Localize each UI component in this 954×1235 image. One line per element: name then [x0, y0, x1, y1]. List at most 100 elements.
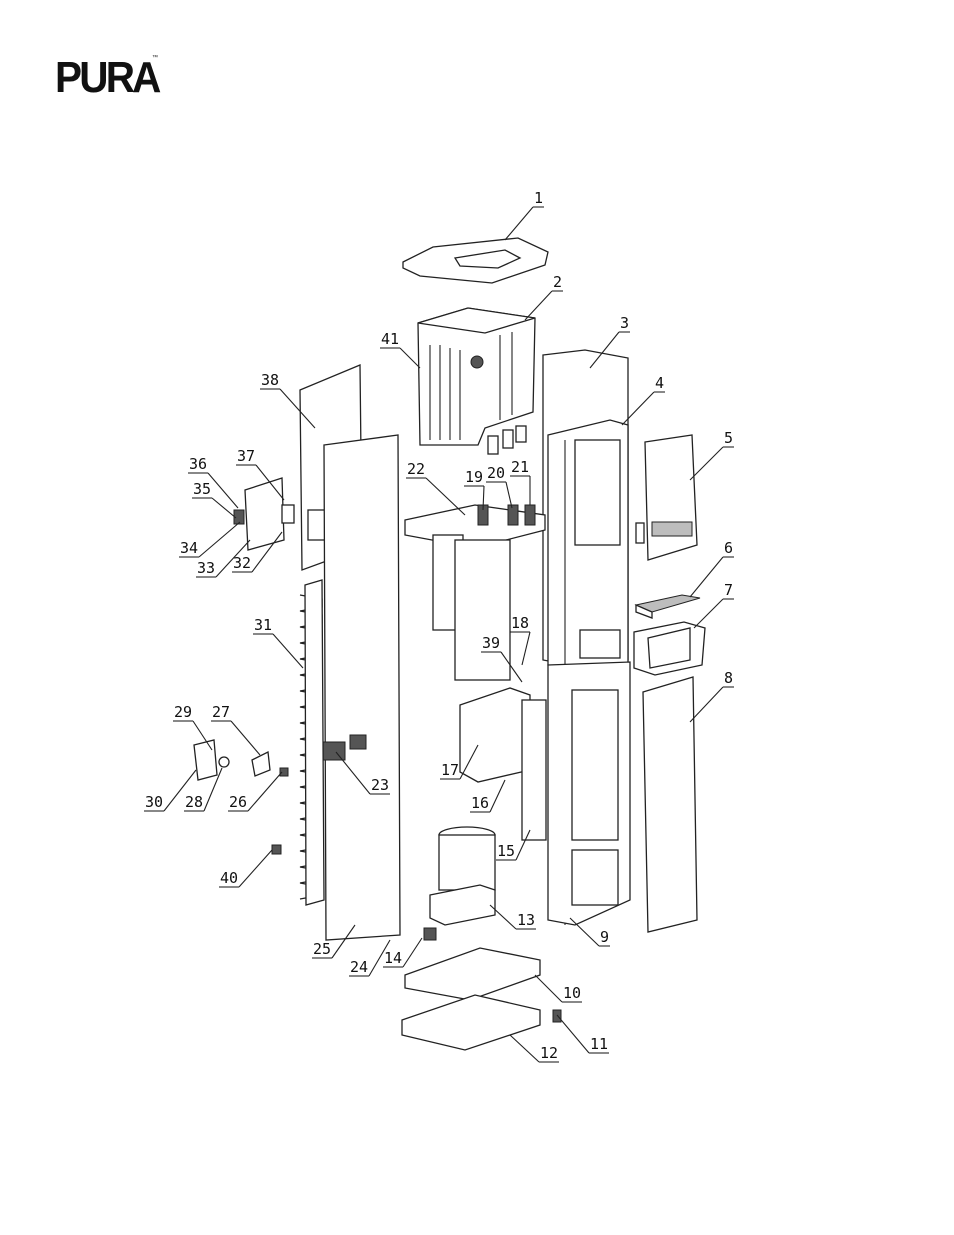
callout-number: 28 [185, 793, 203, 811]
callout-number: 30 [145, 793, 163, 811]
callout-leader-line [506, 482, 512, 508]
part-drip-tray [634, 622, 705, 675]
callout-number: 40 [220, 869, 238, 887]
callout-leader-line [490, 780, 505, 812]
callout-number: 13 [517, 911, 535, 929]
callout-leader-line [535, 975, 562, 1002]
callout-leader-line [426, 478, 465, 515]
callout-number: 39 [482, 634, 500, 652]
part-hot-tank-bracket [405, 505, 545, 680]
part-drip-grill [636, 595, 700, 618]
callout-number: 34 [180, 539, 198, 557]
callout-26: 26 [228, 772, 282, 811]
part-control-panel [636, 435, 697, 560]
callout-leader-line [208, 473, 238, 508]
callout-leader-line [510, 1035, 539, 1062]
part-front-lower-panel [643, 677, 697, 932]
callout-number: 37 [237, 447, 255, 465]
part-reservoir-tank [418, 308, 535, 454]
part-foot [553, 1010, 561, 1022]
callout-number: 23 [371, 776, 389, 794]
callout-16: 16 [470, 780, 505, 812]
callout-number: 27 [212, 703, 230, 721]
callout-20: 20 [486, 464, 512, 508]
callout-number: 10 [563, 984, 581, 1002]
callout-number: 22 [407, 460, 425, 478]
callout-leader-line [690, 447, 723, 480]
callout-leader-line [248, 772, 282, 811]
callout-number: 5 [724, 429, 733, 447]
callout-11: 11 [557, 1015, 609, 1053]
callout-19: 19 [464, 468, 484, 510]
callout-leader-line [694, 599, 723, 628]
callout-number: 35 [193, 480, 211, 498]
part-bottom-plate [402, 995, 540, 1050]
callout-number: 41 [381, 330, 399, 348]
callout-number: 31 [254, 616, 272, 634]
callout-13: 13 [490, 905, 536, 929]
callout-number: 8 [724, 669, 733, 687]
callout-leader-line [690, 557, 723, 597]
part-condenser-coil [300, 580, 324, 905]
callout-number: 16 [471, 794, 489, 812]
callout-34: 34 [179, 522, 240, 557]
callout-number: 20 [487, 464, 505, 482]
callout-21: 21 [510, 458, 530, 505]
part-top-lid [403, 238, 548, 283]
callout-22: 22 [406, 460, 465, 515]
callout-40: 40 [219, 850, 272, 887]
callout-leader-line [690, 687, 723, 722]
callout-10: 10 [535, 975, 582, 1002]
callout-leader-line [273, 634, 303, 668]
part-valve-assembly [194, 740, 288, 780]
callout-number: 25 [313, 940, 331, 958]
part-evaporator-bracket [460, 688, 546, 840]
callout-number: 21 [511, 458, 529, 476]
callout-number: 4 [655, 374, 664, 392]
callout-27: 27 [211, 703, 260, 755]
part-small-fitting [272, 845, 281, 854]
callout-number: 15 [497, 842, 515, 860]
callout-number: 38 [261, 371, 279, 389]
callout-number: 36 [189, 455, 207, 473]
callout-leader-line [400, 348, 420, 368]
callout-35: 35 [192, 480, 236, 518]
callout-number: 32 [233, 554, 251, 572]
callout-2: 2 [525, 273, 563, 320]
callout-leader-line [231, 721, 260, 755]
callout-number: 3 [620, 314, 629, 332]
callout-12: 12 [510, 1035, 559, 1062]
callout-7: 7 [694, 581, 734, 628]
callout-number: 26 [229, 793, 247, 811]
callout-leader-line [505, 207, 533, 240]
callout-leader-line [239, 850, 272, 887]
callout-leader-line [403, 938, 422, 967]
callout-number: 2 [553, 273, 562, 291]
callout-number: 12 [540, 1044, 558, 1062]
callout-leader-line [490, 905, 516, 929]
callout-8: 8 [690, 669, 734, 722]
part-base-tray [405, 948, 540, 1000]
part-control-board [234, 478, 294, 550]
callout-number: 29 [174, 703, 192, 721]
callout-number: 18 [511, 614, 529, 632]
part-side-panel [323, 435, 400, 940]
callout-5: 5 [690, 429, 734, 480]
callout-number: 33 [197, 559, 215, 577]
callout-leader-line [522, 632, 530, 665]
callout-leader-line [570, 918, 599, 946]
callout-number: 1 [534, 189, 543, 207]
callout-18: 18 [510, 614, 530, 665]
callout-number: 7 [724, 581, 733, 599]
callout-number: 9 [600, 928, 609, 946]
callout-leader-line [525, 291, 552, 320]
callout-number: 11 [590, 1035, 608, 1053]
part-clip [424, 928, 436, 940]
callout-leader-line [557, 1015, 589, 1053]
callout-number: 19 [465, 468, 483, 486]
callout-41: 41 [380, 330, 420, 368]
callout-31: 31 [253, 616, 303, 668]
part-lower-frame [548, 662, 630, 925]
callout-number: 6 [724, 539, 733, 557]
